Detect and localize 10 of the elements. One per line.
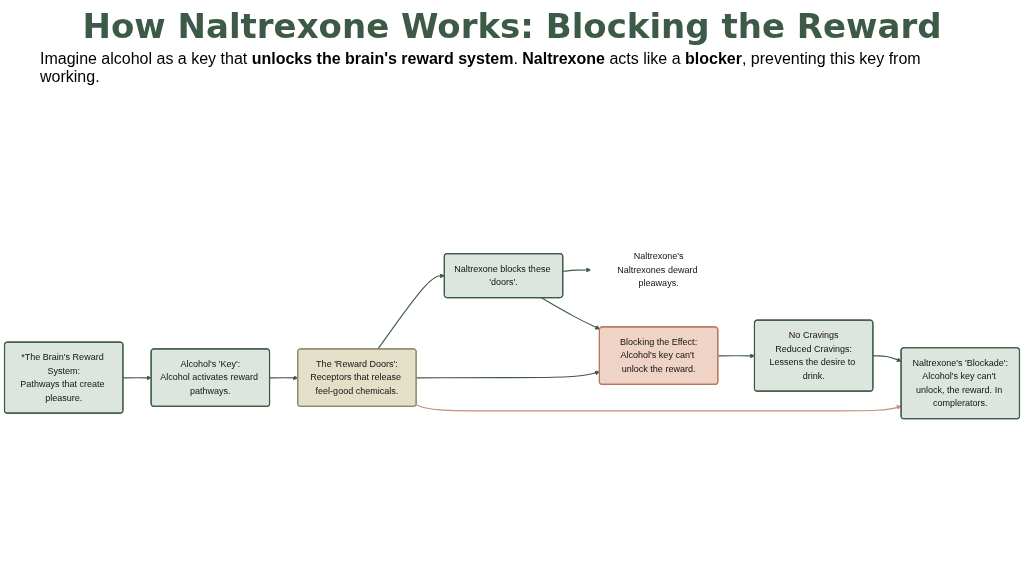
arrow: [540, 297, 601, 330]
node-text: Naltrexone's Naltrexones deward pleaways.: [617, 251, 698, 288]
arrow: [717, 353, 755, 359]
arrow: [562, 267, 592, 273]
arrow: [377, 273, 445, 350]
title: How Naltrexone Works: Blocking the Reward: [81, 6, 943, 46]
arrow: [872, 355, 902, 362]
intro-text: Imagine alcohol as a key that unlocks the brain's reward system. Naltrexone acts like a blocker, preventing this key from working.: [40, 50, 922, 86]
arrow: [415, 404, 902, 412]
arrow: [122, 375, 152, 381]
